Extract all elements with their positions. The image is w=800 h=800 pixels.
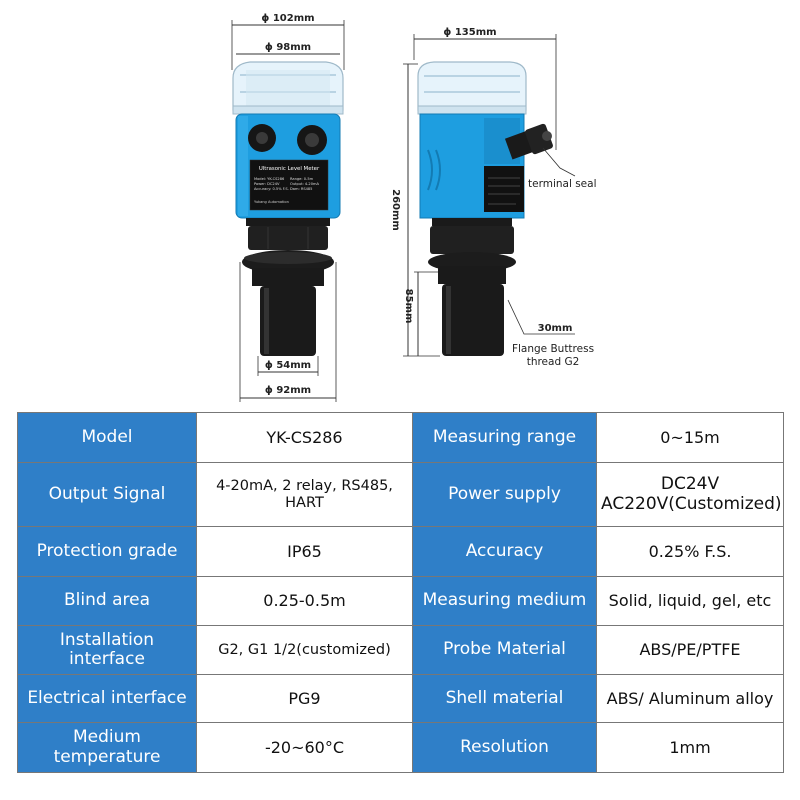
model-value: YK-CS286 — [196, 412, 413, 463]
nameplate-line: Accuracy: 0.5% F.S. — [254, 187, 289, 191]
dim-top-inner-diameter: ϕ 98mm — [265, 42, 311, 53]
install-label: Installation interface — [17, 625, 197, 675]
dim-total-height: 260mm — [390, 189, 401, 231]
accuracy-label: Accuracy — [412, 526, 597, 577]
dim-probe-height: 85mm — [403, 289, 414, 324]
table-row: Medium temperature -20~60°C Resolution 1… — [17, 722, 784, 773]
medium-value: Solid, liquid, gel, etc — [596, 576, 784, 626]
table-row: Electrical interface PG9 Shell material … — [17, 674, 784, 723]
nameplate-line: Output: 4-20mA — [290, 182, 319, 186]
dim-probe-diameter: ϕ 54mm — [265, 360, 311, 371]
blind-area-value: 0.25-0.5m — [196, 576, 413, 626]
table-row: Model YK-CS286 Measuring range 0~15m — [17, 412, 784, 463]
power-label: Power supply — [412, 462, 597, 527]
table-row: Blind area 0.25-0.5m Measuring medium So… — [17, 576, 784, 626]
callout-flange-line2: thread G2 — [527, 356, 580, 368]
electrical-value: PG9 — [196, 674, 413, 723]
product-drawing: ϕ 102mm ϕ 98mm Ultrasonic Level Meter Mo… — [231, 13, 596, 402]
protection-label: Protection grade — [17, 526, 197, 577]
resolution-value: 1mm — [596, 722, 784, 773]
table-row: Protection grade IP65 Accuracy 0.25% F.S… — [17, 526, 784, 577]
side-probe — [442, 284, 504, 356]
accuracy-value: 0.25% F.S. — [596, 526, 784, 577]
nameplate-title: Ultrasonic Level Meter — [259, 166, 320, 172]
side-lid — [417, 61, 527, 111]
output-value: 4-20mA, 2 relay, RS485, HART — [196, 462, 413, 527]
nameplate-footer: Yukang Automation — [254, 200, 289, 204]
nameplate-line: Model: YK-CS286 — [254, 177, 285, 181]
blind-area-label: Blind area — [17, 576, 197, 626]
table-row: Installation interface G2, G1 1/2(custom… — [17, 625, 784, 675]
front-probe — [260, 286, 316, 356]
output-label: Output Signal — [17, 462, 197, 527]
front-view: ϕ 102mm ϕ 98mm Ultrasonic Level Meter Mo… — [231, 13, 345, 402]
callout-terminal-seal: terminal seal — [528, 178, 596, 190]
shell-value: ABS/ Aluminum alloy — [596, 674, 784, 723]
front-flange-nut — [248, 226, 328, 250]
dim-top-outer-diameter: ϕ 102mm — [261, 13, 314, 24]
side-view: ϕ 135mm 260mm 85mm — [390, 27, 596, 368]
range-label: Measuring range — [412, 412, 597, 463]
power-value-line1: DC24V — [660, 474, 720, 495]
table-row: Output Signal 4-20mA, 2 relay, RS485, HA… — [17, 462, 784, 527]
power-value-line2: AC220V(Customized) — [601, 493, 782, 514]
spec-table: Model YK-CS286 Measuring range 0~15m Out… — [17, 412, 784, 773]
electrical-label: Electrical interface — [17, 674, 197, 723]
probe-material-value: ABS/PE/PTFE — [596, 625, 784, 675]
temperature-label-line2: temperature — [53, 746, 161, 767]
temperature-value: -20~60°C — [196, 722, 413, 773]
temperature-label: Medium temperature — [17, 722, 197, 773]
nameplate-line: Dam: RS485 — [290, 187, 312, 191]
dim-flange-diameter: ϕ 92mm — [265, 385, 311, 396]
device-nameplate — [249, 159, 329, 211]
medium-label: Measuring medium — [412, 576, 597, 626]
power-value: DC24V AC220V(Customized) — [596, 462, 784, 527]
install-value: G2, G1 1/2(customized) — [196, 625, 413, 675]
dim-side-diameter: ϕ 135mm — [443, 27, 496, 38]
callout-flange-line1: Flange Buttress — [512, 343, 594, 355]
dim-thread-size: 30mm — [538, 323, 573, 334]
side-cable-gland — [504, 123, 553, 160]
shell-label: Shell material — [412, 674, 597, 723]
nameplate-line: Power: DC24V — [254, 182, 280, 186]
probe-material-label: Probe Material — [412, 625, 597, 675]
side-nameplate — [484, 166, 524, 212]
resolution-label: Resolution — [412, 722, 597, 773]
protection-value: IP65 — [196, 526, 413, 577]
nameplate-line: Range: 0-5m — [290, 177, 314, 181]
model-label: Model — [17, 412, 197, 463]
temperature-label-line1: Medium — [73, 727, 141, 748]
range-value: 0~15m — [596, 412, 784, 463]
